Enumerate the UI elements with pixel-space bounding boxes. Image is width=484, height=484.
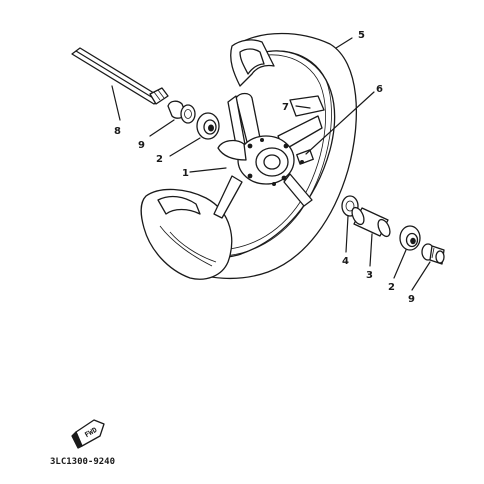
forward-direction-badge: FWD: [71, 419, 105, 449]
tire-rim-part: [140, 32, 358, 280]
spacer-part: [351, 206, 391, 238]
collar-right-part: [421, 243, 445, 265]
part-label-6: 6: [376, 84, 383, 95]
part-label-1: 1: [182, 168, 189, 179]
bearing-left-part: [196, 112, 220, 140]
diagram-code: 3LC1300-9240: [50, 457, 115, 467]
bearing-right-part: [399, 225, 421, 251]
part-label-9-right: 9: [408, 294, 415, 305]
part-label-5: 5: [358, 30, 365, 41]
part-label-2-left: 2: [156, 154, 163, 165]
part-label-7: 7: [282, 102, 289, 113]
part-label-3: 3: [366, 270, 373, 281]
wheel-hub-part: [217, 135, 314, 186]
part-label-9-left: 9: [138, 140, 145, 151]
leader-lines: [111, 37, 431, 291]
part-label-8: 8: [114, 126, 121, 137]
part-label-2-right: 2: [388, 282, 395, 293]
part-label-4: 4: [342, 256, 349, 267]
part-number-labels: 8 9 2 1 5 6 7 4 3 2 9: [114, 30, 415, 305]
axle-part: [71, 47, 169, 105]
collar-left-part: [167, 100, 196, 124]
